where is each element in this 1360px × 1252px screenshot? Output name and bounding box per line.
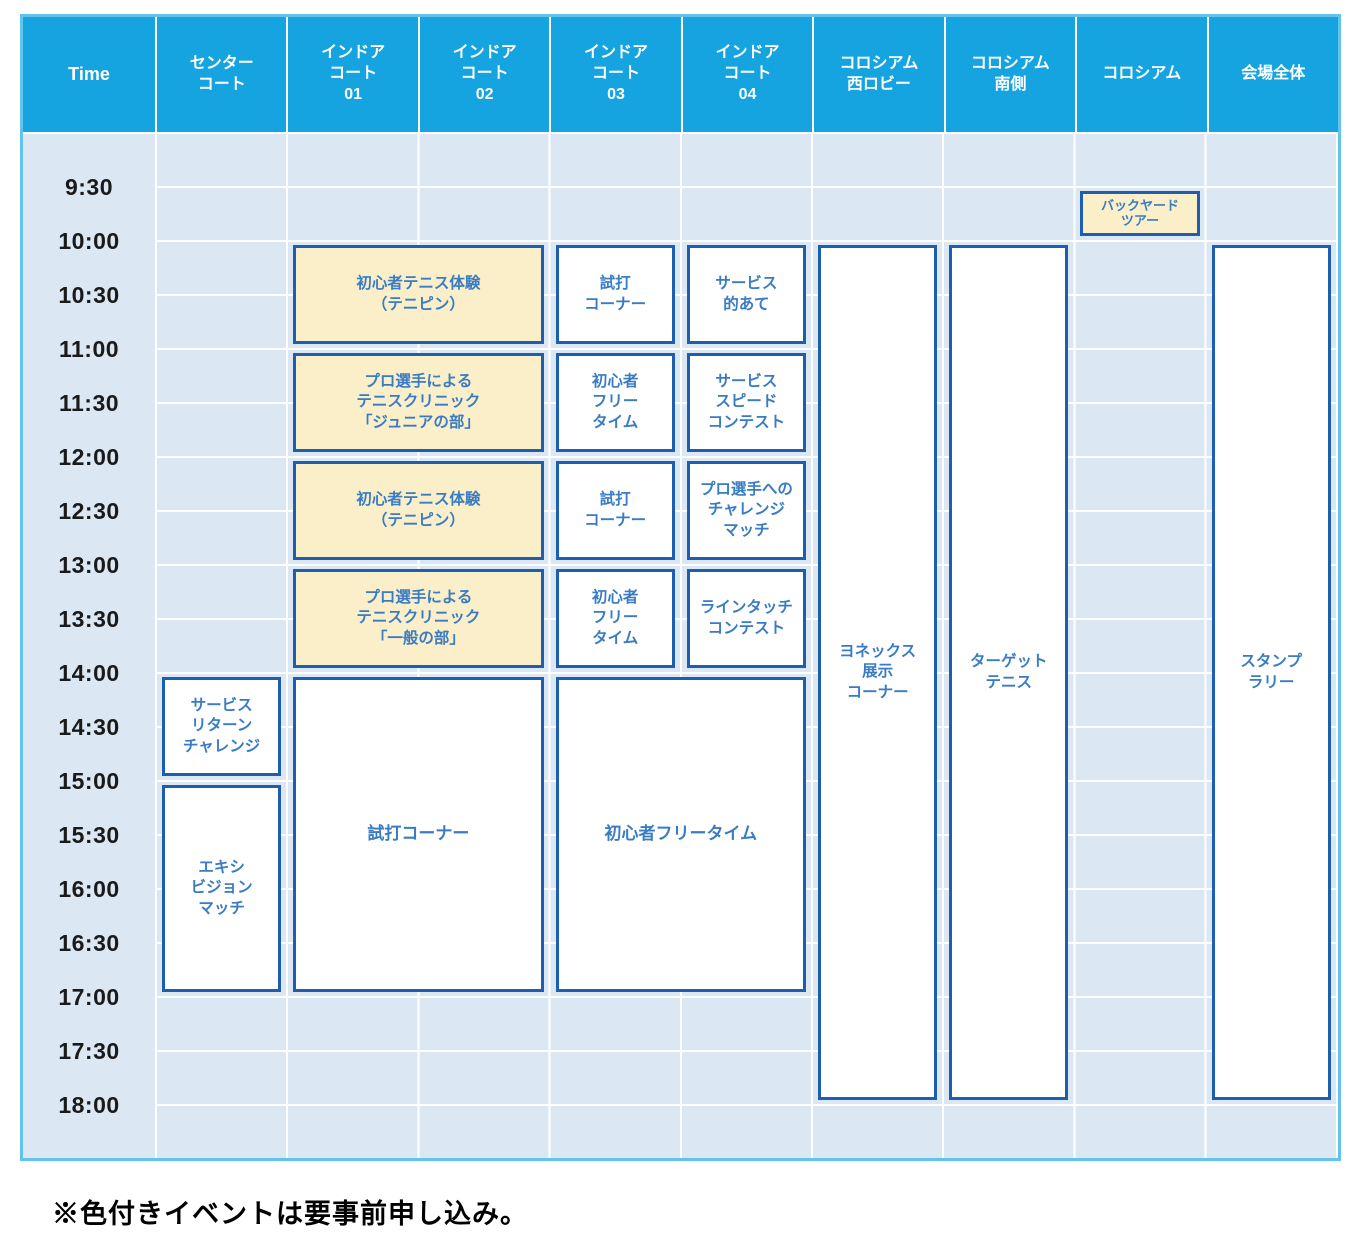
time-label: 17:30	[58, 1038, 120, 1064]
time-label: 10:30	[58, 282, 120, 308]
time-column: 9:30 10:00 10:30 11:00 11:30 12:00 12:30 13:00 1…	[23, 134, 155, 1158]
header-col-indoor-04: インドア コート 04	[682, 17, 813, 132]
time-label: 11:00	[58, 336, 120, 362]
event-pro-clinic-junior: プロ選手による テニスクリニック 「ジュニアの部」	[293, 353, 544, 452]
schedule-table: Time センター コート インドア コート 01 インドア コート 02 イン…	[20, 14, 1341, 1161]
event-shida-corner-long: 試打コーナー	[293, 677, 544, 992]
time-label: 9:30	[64, 174, 114, 200]
header-col-center-court: センター コート	[157, 17, 287, 132]
event-pro-clinic-general: プロ選手による テニスクリニック 「一般の部」	[293, 569, 544, 668]
schedule-body: 9:30 10:00 10:30 11:00 11:30 12:00 12:30 13:00 1…	[23, 134, 1338, 1158]
event-stamp-rally: スタンプ ラリー	[1211, 245, 1331, 1100]
time-label: 13:00	[58, 552, 120, 578]
event-pro-challenge-match: プロ選手への チャレンジ マッチ	[686, 461, 806, 560]
header-col-colosseum-south: コロシアム 南側	[945, 17, 1076, 132]
header-col-whole-venue: 会場全体	[1208, 17, 1338, 132]
time-label: 16:00	[58, 876, 120, 902]
event-beginner-tennis-taiken-2: 初心者テニス体験 （テニピン）	[293, 461, 544, 560]
header-col-time: Time	[23, 17, 155, 132]
event-beginner-free-time-2: 初心者 フリー タイム	[555, 569, 675, 668]
time-label: 15:30	[58, 822, 120, 848]
time-label: 14:30	[58, 714, 120, 740]
schedule-header: Time センター コート インドア コート 01 インドア コート 02 イン…	[23, 17, 1338, 132]
event-service-mato-ate: サービス 的あて	[686, 245, 806, 344]
event-backyard-tour: バックヤード ツアー	[1080, 191, 1200, 236]
time-label: 14:00	[58, 660, 120, 686]
header-col-indoor-02: インドア コート 02	[419, 17, 550, 132]
time-label: 18:00	[58, 1092, 120, 1118]
event-target-tennis: ターゲット テニス	[949, 245, 1069, 1100]
time-label: 11:30	[58, 390, 120, 416]
event-beginner-free-time-1: 初心者 フリー タイム	[555, 353, 675, 452]
event-beginner-tennis-taiken-1: 初心者テニス体験 （テニピン）	[293, 245, 544, 344]
event-beginner-free-time-long: 初心者フリータイム	[555, 677, 806, 992]
time-label: 17:00	[58, 984, 120, 1010]
time-label: 12:30	[58, 498, 120, 524]
time-label: 13:30	[58, 606, 120, 632]
time-label: 12:00	[58, 444, 120, 470]
event-service-return-challenge: サービス リターン チャレンジ	[162, 677, 282, 776]
event-service-speed-contest: サービス スピード コンテスト	[686, 353, 806, 452]
event-shida-corner-1: 試打 コーナー	[555, 245, 675, 344]
event-exhibition-match: エキシ ビジョン マッチ	[162, 785, 282, 992]
time-label: 16:30	[58, 930, 120, 956]
event-shida-corner-2: 試打 コーナー	[555, 461, 675, 560]
header-col-colosseum-west-lobby: コロシアム 西ロビー	[814, 17, 944, 132]
time-label: 10:00	[58, 228, 120, 254]
header-col-indoor-01: インドア コート 01	[288, 17, 418, 132]
header-col-colosseum: コロシアム	[1077, 17, 1207, 132]
event-yonex-exhibit-corner: ヨネックス 展示 コーナー	[818, 245, 938, 1100]
header-col-indoor-03: インドア コート 03	[551, 17, 681, 132]
footnote: ※色付きイベントは要事前申し込み。	[52, 1199, 528, 1229]
event-line-touch-contest: ラインタッチ コンテスト	[686, 569, 806, 668]
time-label: 15:00	[58, 768, 120, 794]
